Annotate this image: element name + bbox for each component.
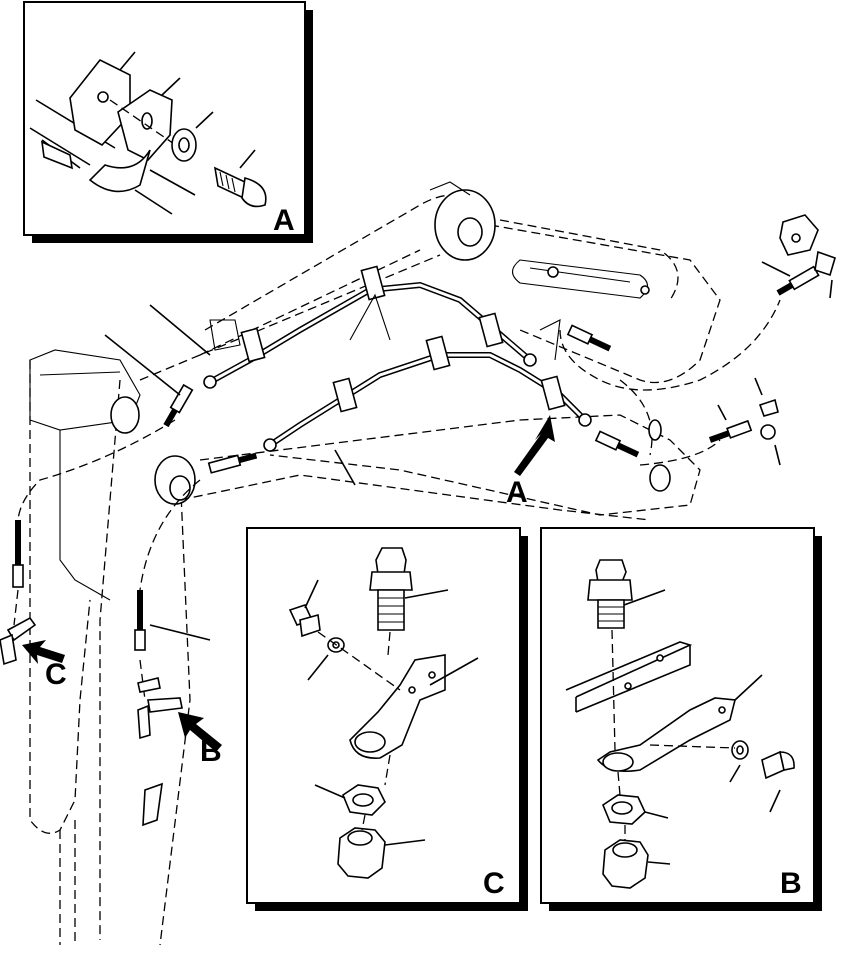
detail-c-label: C	[483, 867, 505, 900]
grease-lines	[203, 265, 592, 452]
arrow-c: C	[22, 640, 67, 691]
detail-b-panel: B	[540, 527, 822, 911]
arrow-c-label: C	[45, 658, 67, 691]
detail-a-panel: A	[23, 1, 313, 243]
detail-a-label: A	[273, 204, 295, 237]
leader-lines	[104, 261, 833, 641]
arrow-a: A	[506, 415, 555, 509]
arrow-a-label: A	[506, 476, 528, 509]
arrow-b: B	[178, 712, 222, 768]
arrow-b-label: B	[200, 735, 222, 768]
detail-b-label: B	[780, 867, 802, 900]
fittings	[0, 214, 836, 827]
detail-c-panel: C	[246, 527, 528, 911]
